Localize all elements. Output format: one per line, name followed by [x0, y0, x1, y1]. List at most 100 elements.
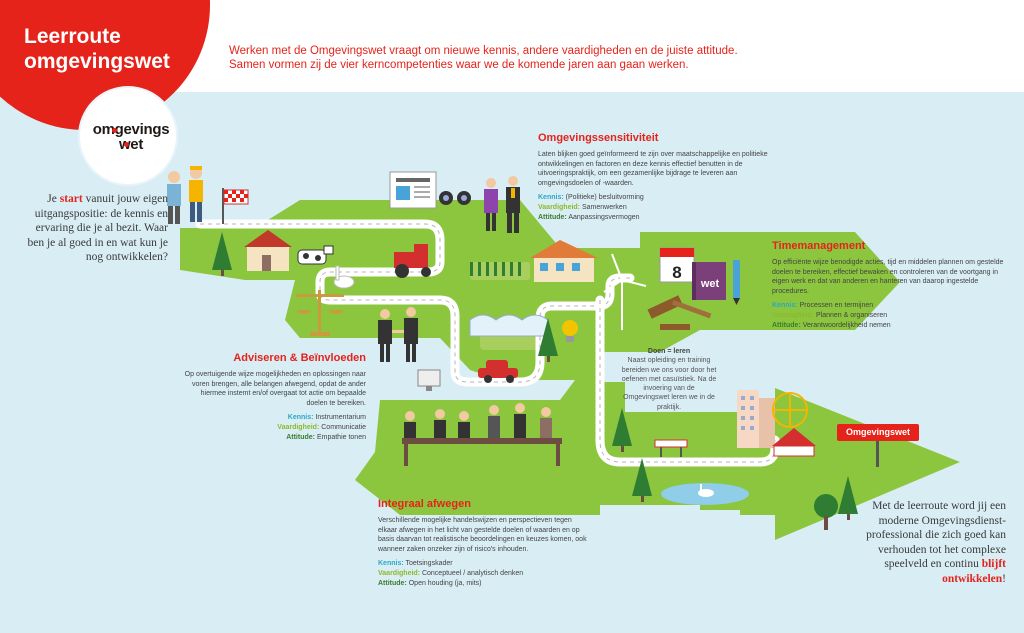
end-text: Met de leerroute word jij een moderne Om… [858, 499, 1006, 586]
kennis-row: Kennis: Processen en termijnen [772, 301, 1017, 311]
competency-integraal-afwegen: Integraal afwegen Verschillende mogelijk… [378, 498, 590, 589]
intro-text: Werken met de Omgevingswet vraagt om nie… [229, 44, 829, 72]
start-text-pre: Je [47, 193, 60, 205]
attitude-row: Attitude: Verantwoordelijkheid nemen [772, 321, 1017, 331]
end-text-pre: Met de leerroute word jij een moderne Om… [866, 500, 1006, 570]
kennis-value: Processen en termijnen [799, 301, 874, 309]
law-book-icon [692, 262, 726, 300]
vaardigheid-row: Vaardigheid: Conceptueel / analytisch de… [378, 569, 590, 579]
city-buildings-icon [737, 390, 775, 448]
competency-body: Op efficiënte wijze benodigde acties, ti… [772, 258, 1004, 296]
car-icon [478, 360, 518, 383]
doen-body: Naast opleiding en training bereiden we … [621, 357, 717, 411]
page-title: Leerroute omgevingswet [24, 24, 170, 74]
attitude-row: Attitude: Open houding (ja, mits) [378, 579, 590, 589]
handshake-icon [378, 307, 418, 362]
vaardigheid-value: Conceptueel / analytisch denken [421, 569, 524, 577]
vaardigheid-row: Vaardigheid: Plannen & organiseren [772, 311, 1017, 321]
logo-text-line-2: wet [118, 136, 144, 153]
kennis-value: Instrumentarium [315, 413, 366, 421]
vaardigheid-label: Vaardigheid: [538, 203, 581, 211]
vaardigheid-label: Vaardigheid: [772, 311, 815, 319]
binoculars-icon [439, 191, 471, 205]
intro-line-1: Werken met de Omgevingswet vraagt om nie… [229, 45, 738, 57]
vaardigheid-value: Communicatie [321, 423, 366, 431]
greenhouse-icon [469, 314, 549, 337]
competency-title: Timemanagement [772, 240, 866, 252]
start-flag-icon [222, 188, 249, 224]
kennis-label: Kennis: [287, 413, 314, 421]
vaardigheid-label: Vaardigheid: [378, 569, 421, 577]
meeting-icon [402, 403, 562, 466]
end-text-highlight: blijft ontwikkelen [942, 558, 1006, 585]
vaardigheid-row: Vaardigheid: Communicatie [178, 423, 366, 433]
attitude-value: Aanpassingsvermogen [568, 213, 640, 221]
competency-body: Verschillende mogelijke handelswijzen en… [378, 516, 587, 554]
competency-omgevingssensitiviteit: Omgevingssensitiviteit Laten blijken goe… [538, 132, 783, 223]
kennis-label: Kennis: [378, 559, 404, 567]
competency-title: Omgevingssensitiviteit [538, 132, 659, 144]
competency-title: Integraal afwegen [378, 498, 471, 510]
omgevingswet-sign: Omgevingswet [837, 424, 919, 441]
crops-icon [470, 262, 521, 276]
logo-dot-icon [124, 142, 129, 147]
ferris-wheel-icon [772, 392, 808, 428]
attitude-row: Attitude: Empathie tonen [178, 433, 366, 443]
farmhouse-icon [530, 240, 598, 282]
tree-icon [814, 494, 838, 530]
logo-bubble [80, 88, 176, 184]
house-icon [244, 230, 292, 271]
kennis-label: Kennis: [772, 301, 798, 309]
vaardigheid-value: Samenwerken [581, 203, 627, 211]
end-text-post: ! [1002, 572, 1006, 585]
attitude-label: Attitude: [772, 321, 801, 329]
tree-icon [632, 458, 652, 502]
start-text-highlight: start [59, 193, 83, 205]
cow-icon [297, 245, 334, 265]
doen-title: Doen = leren [647, 348, 691, 355]
doen-leren-box: Doen = leren Naast opleiding en training… [621, 347, 717, 412]
logo-dot-icon [112, 128, 117, 133]
competency-body: Op overtuigende wijze mogelijkheden en o… [184, 370, 366, 408]
attitude-label: Attitude: [286, 433, 315, 441]
kennis-value: Toetsingskader [405, 559, 453, 567]
tractor-icon [394, 244, 431, 278]
tree-icon [838, 476, 858, 520]
attitude-value: Verantwoordelijkheid nemen [802, 321, 891, 329]
attitude-label: Attitude: [538, 213, 567, 221]
road-barrier-icon [654, 439, 688, 457]
kennis-row: Kennis: (Politieke) besluitvorming [538, 193, 783, 203]
tree-icon [612, 408, 632, 452]
people-start-icon [167, 166, 203, 224]
intro-line-2: Samen vormen zij de vier kerncompetentie… [229, 59, 689, 71]
vaardigheid-row: Vaardigheid: Samenwerken [538, 203, 783, 213]
competency-adviseren: Adviseren & Beïnvloeden Op overtuigende … [178, 352, 366, 443]
tree-icon [538, 318, 558, 362]
scales-icon [296, 290, 344, 336]
attitude-value: Open houding (ja, mits) [408, 579, 482, 587]
pencil-icon [733, 260, 740, 305]
competency-title: Adviseren & Beïnvloeden [233, 352, 366, 364]
attitude-label: Attitude: [378, 579, 407, 587]
vaardigheid-label: Vaardigheid: [277, 423, 320, 431]
kennis-row: Kennis: Toetsingskader [378, 559, 590, 569]
competency-body: Laten blijken goed geïnformeerd te zijn … [538, 150, 768, 188]
sign-post-icon [876, 441, 879, 467]
swan-icon [698, 484, 714, 497]
book-label: wet [700, 278, 720, 290]
start-text-post: vanuit jouw eigen uitgangspositie: de ke… [27, 193, 168, 263]
logo-text-line-1: omgevings [92, 121, 170, 138]
kennis-value: (Politieke) besluitvorming [565, 193, 644, 201]
competency-timemanagement: Timemanagement Op efficiënte wijze benod… [772, 240, 1017, 331]
kennis-row: Kennis: Instrumentarium [178, 413, 366, 423]
attitude-row: Attitude: Aanpassingsvermogen [538, 213, 783, 223]
goose-icon [333, 265, 355, 289]
newspaper-icon [389, 171, 437, 209]
circus-tent-icon [772, 428, 816, 457]
wind-turbine-icon [603, 253, 647, 330]
start-text: Je start vanuit jouw eigen uitgangsposit… [18, 192, 168, 265]
tree-icon [212, 232, 232, 276]
lightbulb-icon [562, 320, 578, 342]
attitude-value: Empathie tonen [316, 433, 366, 441]
